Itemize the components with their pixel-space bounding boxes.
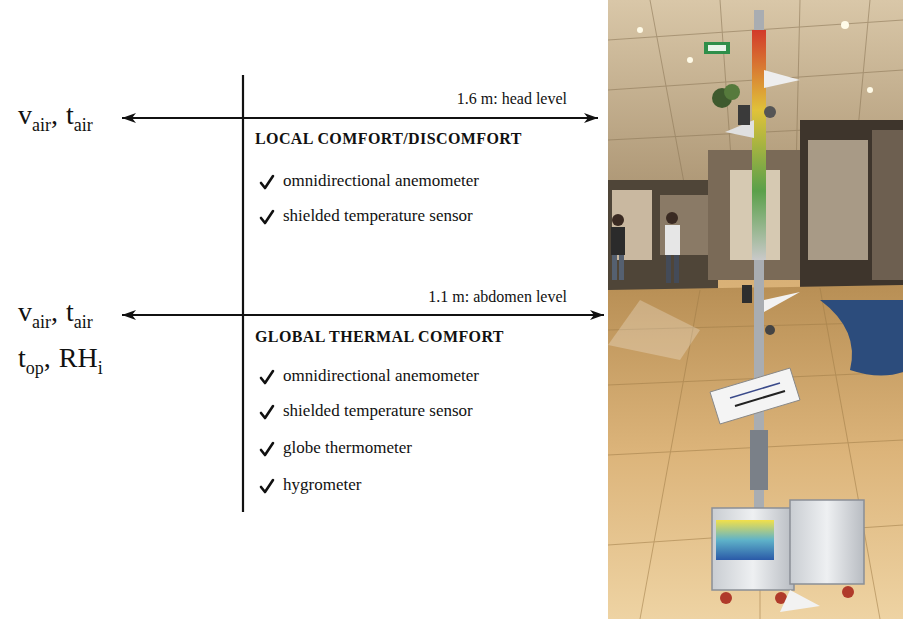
subscript: i [98,358,103,378]
variable-list: vair,tair [18,98,93,135]
level-arrow [122,117,598,119]
instrument-case [780,590,820,612]
symbol: v [18,296,32,327]
instrument-case [842,586,854,598]
floor-inlay [820,300,903,376]
instrument-case [790,500,864,584]
symbol: , [51,296,58,327]
symbol: t [66,296,74,327]
ceiling-light [867,87,873,93]
sensor-item: omnidirectional anemometer [283,366,479,386]
symbol: t [66,99,74,130]
symbol: RH [59,342,98,373]
measuring-pole [765,325,775,335]
pedestrian [611,212,680,283]
measuring-pole [750,430,768,490]
pedestrian [612,214,624,226]
check-mark [261,480,273,492]
ceiling-light [637,27,643,33]
symbol: , [51,99,58,130]
section-heading: LOCAL COMFORT/DISCOMFORT [255,130,522,148]
check-mark [261,406,273,418]
clipboard [710,368,800,424]
measuring-pole [752,30,766,260]
variable-list: top, RHi [18,341,103,378]
sensor-item: globe thermometer [283,438,412,458]
height-label: 1.1 m: abdomen level [428,288,567,306]
clipboard [710,368,800,424]
shop-fronts [608,180,718,290]
subscript: op [26,358,44,378]
measuring-pole [738,105,750,125]
subscript: air [32,312,51,332]
measuring-pole [764,292,800,312]
ceiling-light [841,21,849,29]
pedestrian [666,255,671,283]
vertical-axis [242,75,244,512]
pedestrian [611,227,625,255]
instrument-case [720,592,732,604]
subscript: air [32,115,51,135]
section-heading: GLOBAL THERMAL COMFORT [255,328,504,346]
check-mark [261,211,273,223]
pedestrian [619,255,624,280]
shop-fronts [660,195,710,255]
shop-fronts [808,140,868,260]
pedestrian [674,255,679,283]
shop-fronts [612,190,652,260]
plant [712,84,740,108]
sensor-item: shielded temperature sensor [283,401,473,421]
exit-sign [708,45,726,51]
pedestrian [612,255,617,280]
check-mark [261,176,273,188]
plant [724,84,740,100]
exit-sign [704,42,730,54]
pedestrian [666,212,678,224]
shop-fronts [872,130,903,280]
sensor-item: shielded temperature sensor [283,206,473,226]
level-arrow [122,314,604,316]
ceiling-light [687,57,693,63]
check-mark [261,371,273,383]
variable-list: vair,tair [18,295,93,332]
instrument-case [712,500,864,612]
sensor-item: omnidirectional anemometer [283,171,479,191]
shop-fronts [800,120,903,290]
subscript: air [74,312,93,332]
measuring-pole [764,106,776,118]
subscript: air [74,115,93,135]
symbol: v [18,99,32,130]
sensor-item: hygrometer [283,475,361,495]
diagram-lines [122,75,604,512]
symbol: , [44,342,51,373]
photo [608,0,903,619]
check-mark [261,443,273,455]
pedestrian [665,225,680,255]
instrument-case [712,508,794,590]
measuring-pole [764,70,800,88]
clipboard [735,391,785,406]
height-label: 1.6 m: head level [457,90,567,108]
measuring-pole [742,285,752,303]
photo [608,0,903,619]
symbol: t [18,342,26,373]
measuring-pole [725,10,800,530]
instrument-case [716,520,774,560]
floor-reflection [608,300,700,360]
